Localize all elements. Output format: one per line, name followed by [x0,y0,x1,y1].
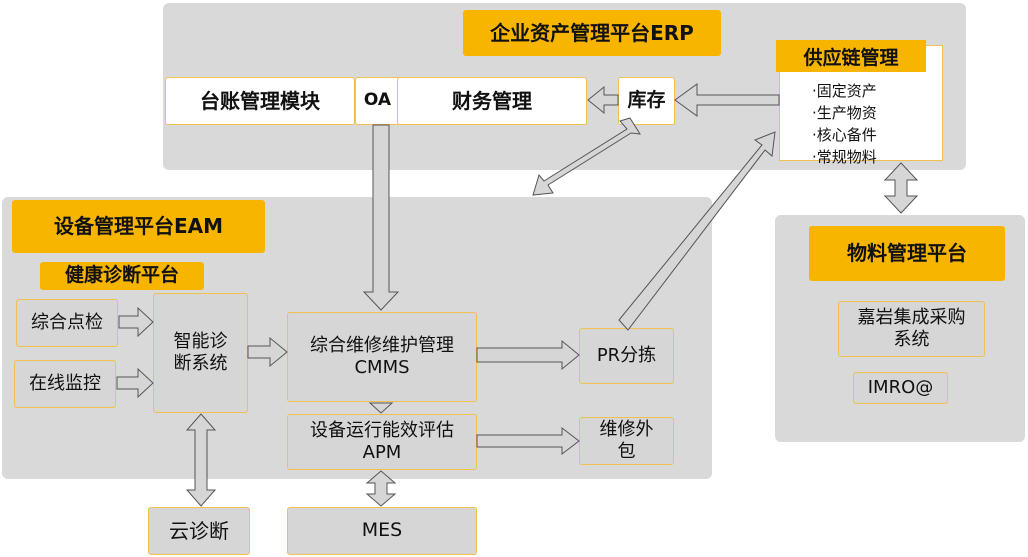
arrow-diag-cloud [185,413,217,507]
arrow-apm-mes [365,470,397,507]
arrow-diag-to-cmms [247,336,288,368]
cloud-diag-box[interactable]: 云诊断 [148,507,250,555]
inspection-box[interactable]: 综合点检 [16,299,118,347]
imro-box[interactable]: IMRO@ [853,372,948,404]
cmms-box[interactable]: 综合维修维护管理 CMMS [287,312,477,402]
arrow-supply-to-inventory [674,83,780,117]
supply-item: ·生产物资 [812,104,877,122]
arrow-oa-to-cmms [362,124,400,311]
finance-module[interactable]: 财务管理 [397,77,587,125]
apm-box[interactable]: 设备运行能效评估 APM [287,414,477,470]
inventory-module[interactable]: 库存 [618,77,675,125]
supply-chain-list: ·固定资产 ·生产物资 ·核心备件 ·常规物料 [812,80,877,168]
arrow-supply-material [883,162,919,214]
jiayan-box[interactable]: 嘉岩集成采购 系统 [838,301,985,357]
supply-item: ·常规物料 [812,148,877,166]
supply-chain-title: 供应链管理 [776,40,926,72]
supply-chain-module[interactable]: 供应链管理 ·固定资产 ·生产物资 ·核心备件 ·常规物料 [776,40,943,166]
eam-title: 设备管理平台EAM [12,200,265,253]
arrow-pr-to-supply [618,131,776,331]
arrow-cmms-to-apm [368,402,394,414]
supply-item: ·核心备件 [812,126,877,144]
erp-title: 企业资产管理平台ERP [463,10,721,56]
supply-item: ·固定资产 [812,82,877,100]
arrow-inventory-to-finance [587,85,619,115]
arrow-cmms-to-pr [476,339,580,371]
outsourcing-box[interactable]: 维修外 包 [579,417,674,465]
online-monitor-box[interactable]: 在线监控 [14,360,116,408]
pr-sort-box[interactable]: PR分拣 [579,328,674,384]
material-title: 物料管理平台 [809,226,1005,281]
arrow-inspection-to-diag [118,306,154,338]
arrow-inventory-eam [532,117,641,196]
mes-box[interactable]: MES [287,507,477,555]
health-diag-title: 健康诊断平台 [40,262,204,290]
ledger-module[interactable]: 台账管理模块 [165,77,355,125]
arrow-monitor-to-diag [116,367,154,399]
arrow-apm-to-outsourcing [476,426,580,456]
